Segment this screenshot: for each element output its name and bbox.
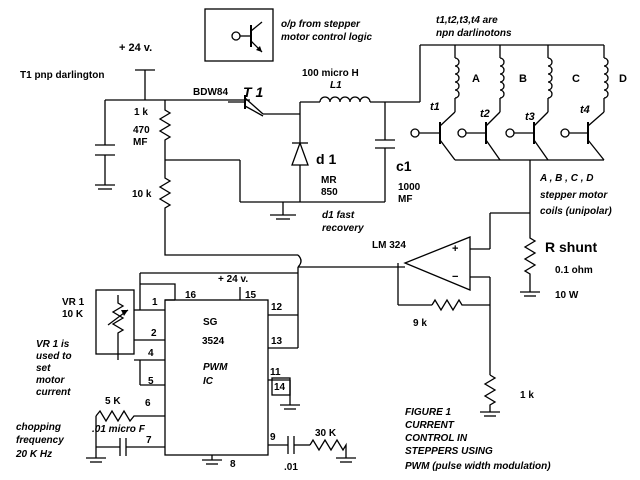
pin-5: 5 bbox=[148, 376, 154, 387]
resistor-10k-label: 10 k bbox=[132, 189, 152, 200]
t1-pnp-note: T1 pnp darlington bbox=[20, 70, 104, 81]
d1-fast-1: d1 fast bbox=[322, 210, 355, 221]
pin-9: 9 bbox=[270, 432, 276, 443]
pin-11: 11 bbox=[270, 367, 281, 378]
ic-label-4: IC bbox=[203, 376, 214, 387]
cap-1000-label: 1000 bbox=[398, 182, 421, 193]
darlington-note-1: t1,t2,t3,t4 are bbox=[436, 15, 498, 26]
opamp-symbol bbox=[403, 236, 471, 291]
inductor-l1: L1 bbox=[330, 80, 342, 91]
ic-supply-label: + 24 v. bbox=[218, 274, 248, 285]
pin-7: 7 bbox=[146, 435, 152, 446]
coil-c-label: C bbox=[572, 73, 580, 85]
figure-line-2: CURRENT bbox=[405, 420, 455, 431]
darlington-note-2: npn darlinotons bbox=[436, 28, 512, 39]
opamp-plus: + bbox=[452, 243, 458, 255]
coil-a-label: A bbox=[472, 73, 480, 85]
rshunt-value: 0.1 ohm bbox=[555, 265, 593, 276]
cap-470-unit: MF bbox=[133, 137, 147, 148]
ic-label-3: PWM bbox=[203, 362, 228, 373]
vr1-note-4: motor bbox=[36, 375, 65, 386]
tr-t4: t4 bbox=[580, 104, 590, 116]
resistor-30k-label: 30 K bbox=[315, 428, 337, 439]
figure-line-5: PWM (pulse width modulation) bbox=[405, 461, 551, 472]
figure-line-3: CONTROL IN bbox=[405, 433, 468, 444]
figure-line-4: STEPPERS USING bbox=[405, 446, 493, 457]
pin-14: 14 bbox=[274, 382, 286, 393]
output-note-2: motor control logic bbox=[281, 32, 373, 43]
ic-label-1: SG bbox=[203, 317, 218, 328]
tr-t3: t3 bbox=[525, 111, 535, 123]
vr1-note-2: used to bbox=[36, 351, 72, 362]
chop-note-2: frequency bbox=[16, 435, 64, 446]
resistor-5k-label: 5 K bbox=[105, 396, 121, 407]
ic-body bbox=[164, 299, 269, 456]
tr-t2: t2 bbox=[480, 108, 490, 120]
diode-part-1: MR bbox=[321, 175, 337, 186]
resistor-1k-b-label: 1 k bbox=[520, 390, 534, 401]
diode-label: d 1 bbox=[316, 151, 336, 167]
pin-1: 1 bbox=[152, 297, 158, 308]
rshunt-label: R shunt bbox=[545, 239, 597, 255]
pin-12: 12 bbox=[271, 302, 283, 313]
legend-box bbox=[204, 8, 274, 62]
chop-note-1: chopping bbox=[16, 422, 61, 433]
coils-note-1: A , B , C , D bbox=[539, 173, 594, 184]
ic-label-2: 3524 bbox=[202, 336, 225, 347]
chop-note-3: 20 K Hz bbox=[15, 449, 52, 460]
vr1-value: 10 K bbox=[62, 309, 84, 320]
pin-8: 8 bbox=[230, 459, 236, 470]
resistor-1k-label: 1 k bbox=[134, 107, 148, 118]
resistor-9k-label: 9 k bbox=[413, 318, 427, 329]
cap-01b-label: .01 bbox=[284, 462, 298, 473]
bdw84-label: BDW84 bbox=[193, 87, 228, 98]
coil-group bbox=[454, 45, 609, 112]
output-note-1: o/p from stepper bbox=[281, 19, 361, 30]
darlington-transistors bbox=[410, 111, 605, 161]
supply-top-label: + 24 v. bbox=[119, 42, 152, 54]
cap-01-label: .01 micro F bbox=[92, 424, 146, 435]
vr1-label: VR 1 bbox=[62, 297, 85, 308]
coil-b-label: B bbox=[519, 73, 527, 85]
rshunt-watts: 10 W bbox=[555, 290, 579, 301]
pin-6: 6 bbox=[145, 398, 151, 409]
pin-4: 4 bbox=[148, 348, 154, 359]
c1-label: c1 bbox=[396, 158, 412, 174]
pin-15: 15 bbox=[245, 290, 257, 301]
vr1-note-1: VR 1 is bbox=[36, 339, 70, 350]
coil-d-label: D bbox=[619, 73, 627, 85]
opamp-minus: − bbox=[452, 271, 458, 283]
pin-16: 16 bbox=[185, 290, 197, 301]
pin-2: 2 bbox=[151, 328, 157, 339]
diode-part-2: 850 bbox=[321, 187, 338, 198]
vr1-note-3: set bbox=[36, 363, 51, 374]
tr-t1: t1 bbox=[430, 101, 440, 113]
t1-label: T 1 bbox=[243, 84, 263, 100]
cap-1000-unit: MF bbox=[398, 194, 412, 205]
inductor-value: 100 micro H bbox=[302, 68, 359, 79]
opamp-label: LM 324 bbox=[372, 240, 406, 251]
d1-fast-2: recovery bbox=[322, 223, 364, 234]
pin-13: 13 bbox=[271, 336, 283, 347]
coils-note-2: stepper motor bbox=[540, 190, 608, 201]
cap-470-label: 470 bbox=[133, 125, 150, 136]
vr1-note-5: current bbox=[36, 387, 71, 398]
figure-title: FIGURE 1 bbox=[405, 407, 452, 418]
coils-note-3: coils (unipolar) bbox=[540, 206, 612, 217]
